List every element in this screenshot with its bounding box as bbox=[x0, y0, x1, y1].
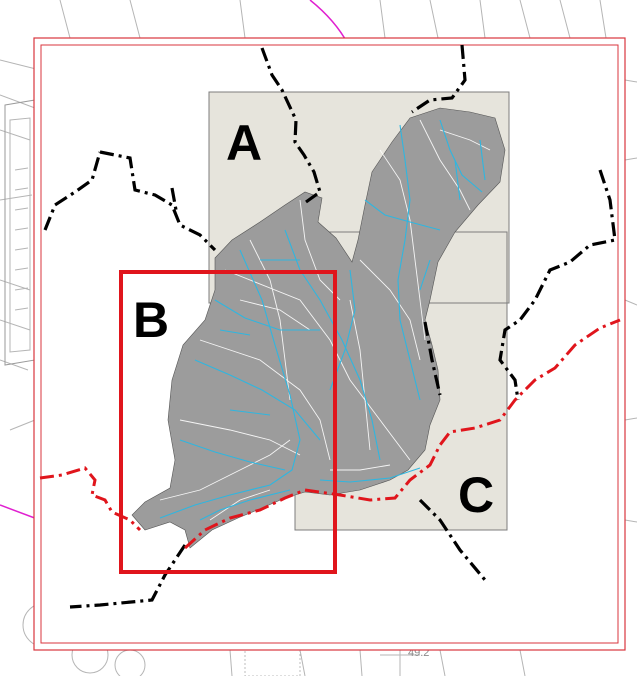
zone-b-label[interactable]: B bbox=[133, 292, 169, 348]
road-network bbox=[159, 119, 491, 521]
inner-frame bbox=[40, 44, 619, 644]
admin-boundary bbox=[43, 44, 617, 609]
zone-c-label[interactable]: C bbox=[458, 467, 494, 523]
zone-a-label[interactable]: A bbox=[226, 115, 262, 171]
zone-b-outline[interactable] bbox=[119, 270, 337, 574]
regional-boundary bbox=[39, 318, 621, 550]
